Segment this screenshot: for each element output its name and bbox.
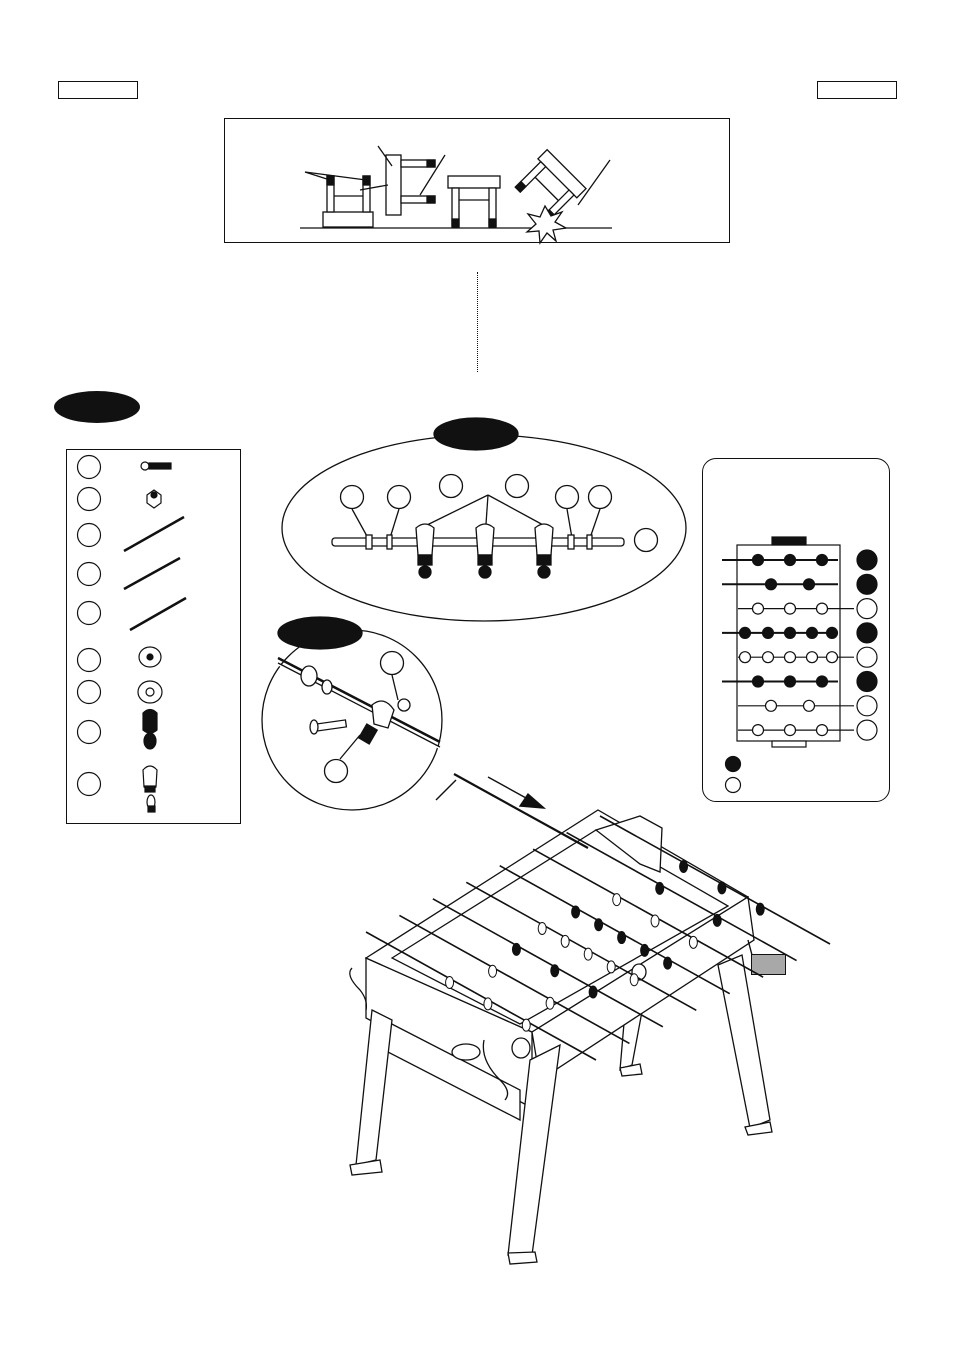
key-player-dot <box>783 553 797 567</box>
key-player-dot <box>815 553 829 567</box>
table-player <box>655 881 665 895</box>
table-rod <box>465 881 697 1011</box>
table-player <box>612 893 622 907</box>
warning-illustration <box>224 118 730 243</box>
table-rod <box>365 931 597 1061</box>
key-row-marker <box>856 549 878 571</box>
table-player <box>629 973 639 987</box>
key-player-dot <box>805 626 819 640</box>
key-row-marker <box>856 597 878 620</box>
table-rod <box>566 831 797 962</box>
divider-dotted <box>477 272 478 372</box>
key-player-dot <box>802 578 816 591</box>
key-row-marker <box>856 719 878 741</box>
table-player <box>550 964 560 978</box>
table-player <box>679 860 689 874</box>
key-player-dot <box>815 675 829 688</box>
detail-zoom <box>261 616 443 811</box>
table-rod <box>599 815 831 945</box>
table-player <box>606 960 616 974</box>
key-player-dot <box>764 578 778 591</box>
table-rods <box>365 815 831 1061</box>
key-player-dot <box>751 723 765 737</box>
key-player-dot <box>738 651 752 664</box>
key-row-marker <box>856 573 878 595</box>
key-player-dot <box>805 651 819 664</box>
key-player-dot <box>783 651 797 664</box>
key-player-dot <box>751 553 765 567</box>
table-rod <box>399 914 630 1045</box>
table-player <box>560 934 570 948</box>
table-player <box>717 881 727 895</box>
key-player-dot <box>783 675 797 688</box>
table-player <box>712 913 722 927</box>
table-player <box>445 976 455 990</box>
table-player <box>511 942 521 956</box>
table-player <box>640 943 650 957</box>
key-player-dot <box>825 651 839 664</box>
table-rod <box>499 865 731 995</box>
key-legend-dot <box>724 776 742 794</box>
table-player <box>545 996 555 1010</box>
key-player-dot <box>825 626 839 640</box>
key-player-dot <box>815 602 829 615</box>
table-player <box>617 931 627 945</box>
key-player-dot <box>802 699 816 712</box>
table-player <box>521 1018 531 1032</box>
table-player <box>594 918 604 932</box>
key-player-dot <box>751 602 765 615</box>
key-row-marker <box>856 695 878 717</box>
table-player <box>583 947 593 961</box>
key-player-dot <box>761 626 775 640</box>
table-player <box>571 905 581 919</box>
key-row-marker <box>856 670 878 693</box>
key-player-dot <box>761 651 775 664</box>
foosball-table <box>349 809 773 1265</box>
table-rod <box>432 898 664 1028</box>
warning-scene <box>300 145 612 245</box>
table-player <box>483 997 493 1011</box>
key-row-marker <box>856 646 878 668</box>
table-player <box>537 922 547 936</box>
header-left-tag <box>58 81 138 99</box>
highlight-tag <box>751 954 786 975</box>
key-player-dot <box>783 723 797 737</box>
parts-list-items <box>76 454 187 813</box>
key-player-dot <box>738 626 752 640</box>
table-player <box>650 914 660 928</box>
detail-zoom-label-pill <box>277 616 363 650</box>
table-player <box>688 935 698 949</box>
table-player <box>755 902 765 916</box>
key-legend-dot <box>724 755 742 773</box>
parts-list <box>66 449 241 824</box>
key-player-dot <box>783 602 797 615</box>
arrow-right-icon <box>435 773 753 956</box>
key-player-dot <box>783 626 797 640</box>
header-right-tag <box>817 81 897 99</box>
table-player <box>488 964 498 978</box>
step-label-pill <box>54 391 140 423</box>
warning-burst-icon <box>525 204 568 245</box>
rod-zoom-label-pill <box>433 417 519 451</box>
rod-layout-key-drawing <box>722 536 878 794</box>
key-row-marker <box>856 622 878 644</box>
table-player <box>663 956 673 970</box>
rod-layout-key <box>702 458 890 802</box>
table-rod <box>532 848 764 978</box>
key-player-dot <box>764 699 778 712</box>
table-player <box>588 985 598 999</box>
key-player-dot <box>751 675 765 688</box>
key-player-dot <box>815 723 829 737</box>
rod-assembly-zoom <box>281 417 687 622</box>
